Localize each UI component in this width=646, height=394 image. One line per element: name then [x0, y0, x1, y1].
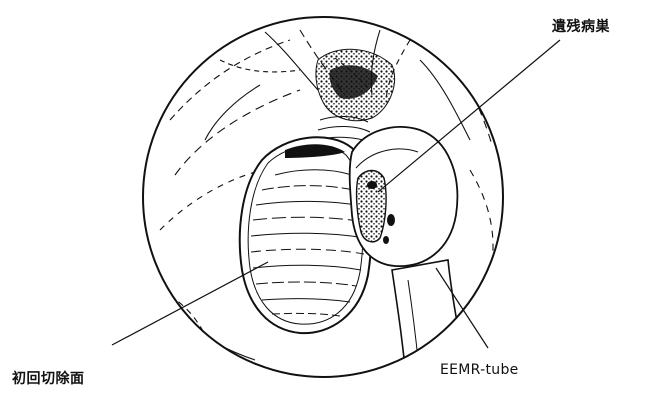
eemr-tube-label: EEMR-tube	[440, 363, 519, 377]
residual-lesion-label: 遺残病巣	[552, 20, 610, 34]
field-of-view	[140, 15, 510, 394]
first-resection-surface-label: 初回切除面	[12, 372, 85, 386]
